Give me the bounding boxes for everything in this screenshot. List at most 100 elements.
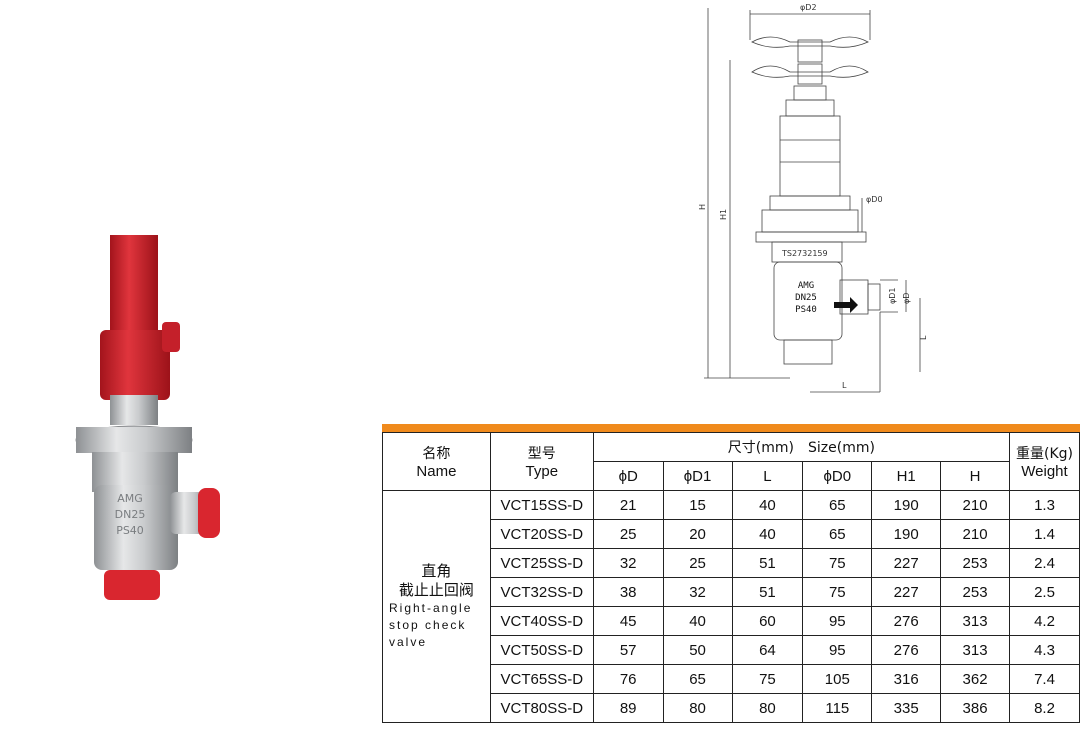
- product-name-en-2: stop check: [389, 618, 467, 632]
- flow-arrow-icon: [834, 297, 858, 313]
- label-h: H: [698, 204, 707, 210]
- name-header: 名称 Name: [382, 432, 491, 491]
- cell-h1: 335: [871, 693, 942, 723]
- type-header-en: Type: [525, 463, 559, 480]
- cell-d: 32: [592, 548, 664, 578]
- col-d1: ϕD1: [662, 461, 733, 491]
- col-h1: H1: [871, 461, 942, 491]
- cell-d: 25: [592, 519, 664, 549]
- cell-l: 51: [731, 577, 804, 607]
- cell-l: 51: [731, 548, 804, 578]
- cell-d0: 105: [802, 664, 873, 694]
- cell-d1: 20: [662, 519, 733, 549]
- cell-type: VCT20SS-D: [489, 519, 594, 549]
- drawing-text-amg: AMG: [798, 281, 814, 291]
- cell-d1: 25: [662, 548, 733, 578]
- cell-h: 253: [940, 548, 1010, 578]
- label-l-bottom: L: [842, 381, 847, 390]
- cell-w: 2.5: [1009, 577, 1080, 607]
- cell-d0: 65: [802, 490, 873, 520]
- stem-housing: [110, 395, 158, 425]
- cell-h: 253: [940, 577, 1010, 607]
- cell-d0: 115: [802, 693, 873, 723]
- label-d: φD: [902, 293, 911, 304]
- label-h1: H1: [719, 209, 728, 220]
- cell-d1: 32: [662, 577, 733, 607]
- weight-header-zh: 重量(Kg): [1016, 446, 1073, 462]
- cell-h: 313: [940, 606, 1010, 636]
- photo-text-dn: DN25: [115, 508, 146, 521]
- photo-text-ps: PS40: [116, 524, 144, 537]
- cell-d0: 75: [802, 577, 873, 607]
- cell-type: VCT50SS-D: [489, 635, 594, 665]
- col-h: H: [940, 461, 1010, 491]
- product-name-zh-1: 直角: [421, 562, 452, 580]
- cell-w: 2.4: [1009, 548, 1080, 578]
- product-name-cell: 直角截止止回阀 Right-angle stop check valve: [382, 490, 491, 723]
- cell-w: 4.3: [1009, 635, 1080, 665]
- type-header: 型号 Type: [489, 432, 594, 491]
- cell-type: VCT25SS-D: [489, 548, 594, 578]
- cell-d: 76: [592, 664, 664, 694]
- label-l-side: L: [919, 335, 928, 340]
- product-name-zh-2: 截止止回阀: [398, 581, 474, 599]
- cell-l: 40: [731, 519, 804, 549]
- cell-l: 80: [731, 693, 804, 723]
- cell-h1: 227: [871, 548, 942, 578]
- bottom-port-cap: [104, 570, 160, 600]
- cell-d1: 50: [662, 635, 733, 665]
- label-d0: φD0: [866, 195, 883, 204]
- table-header-row: 名称 Name 型号 Type 尺寸(mm) Size(mm) 重量(Kg) W…: [382, 432, 1080, 491]
- cell-w: 7.4: [1009, 664, 1080, 694]
- cell-d0: 95: [802, 635, 873, 665]
- product-name-en-1: Right-angle: [389, 601, 473, 615]
- size-header: 尺寸(mm) Size(mm): [592, 432, 1011, 462]
- cell-h1: 190: [871, 519, 942, 549]
- cell-type: VCT65SS-D: [489, 664, 594, 694]
- cell-h1: 316: [871, 664, 942, 694]
- cell-d: 21: [592, 490, 664, 520]
- valve-body: [94, 485, 178, 570]
- cell-w: 1.3: [1009, 490, 1080, 520]
- cell-d1: 80: [662, 693, 733, 723]
- table-row: 直角截止止回阀 Right-angle stop check valve VCT15SS…: [382, 490, 1080, 723]
- side-port-cap: [198, 488, 220, 538]
- cell-h1: 276: [871, 635, 942, 665]
- col-l: L: [731, 461, 804, 491]
- side-cap: [162, 322, 180, 352]
- cell-d: 89: [592, 693, 664, 723]
- col-d: ϕD: [592, 461, 664, 491]
- table-subheader-row: ϕD ϕD1 L ϕD0 H1 H: [383, 461, 1080, 491]
- cell-type: VCT15SS-D: [489, 490, 594, 520]
- cell-h: 362: [940, 664, 1010, 694]
- technical-drawing: φD2 φD0 φD1 φD H H1 L L TS2732159 AMG DN…: [698, 3, 928, 393]
- drawing-text-dn: DN25: [795, 293, 817, 303]
- product-name-en-3: valve: [389, 635, 428, 649]
- cell-h1: 190: [871, 490, 942, 520]
- cell-d0: 95: [802, 606, 873, 636]
- cell-d: 57: [592, 635, 664, 665]
- weight-header: 重量(Kg) Weight: [1009, 432, 1080, 491]
- cell-d0: 65: [802, 519, 873, 549]
- weight-header-en: Weight: [1021, 463, 1068, 480]
- type-header-zh: 型号: [527, 446, 556, 462]
- cell-h: 313: [940, 635, 1010, 665]
- cell-w: 1.4: [1009, 519, 1080, 549]
- spec-table: 名称 Name 型号 Type 尺寸(mm) Size(mm) 重量(Kg) W…: [382, 432, 1080, 723]
- cell-h: 386: [940, 693, 1010, 723]
- header-band: [382, 424, 1080, 432]
- name-header-en: Name: [416, 463, 457, 480]
- label-d2: φD2: [800, 3, 817, 12]
- cell-h1: 276: [871, 606, 942, 636]
- cell-d: 38: [592, 577, 664, 607]
- cell-type: VCT80SS-D: [489, 693, 594, 723]
- cell-d0: 75: [802, 548, 873, 578]
- cell-d1: 15: [662, 490, 733, 520]
- cell-d1: 65: [662, 664, 733, 694]
- label-d1: φD1: [888, 287, 897, 304]
- cell-type: VCT40SS-D: [489, 606, 594, 636]
